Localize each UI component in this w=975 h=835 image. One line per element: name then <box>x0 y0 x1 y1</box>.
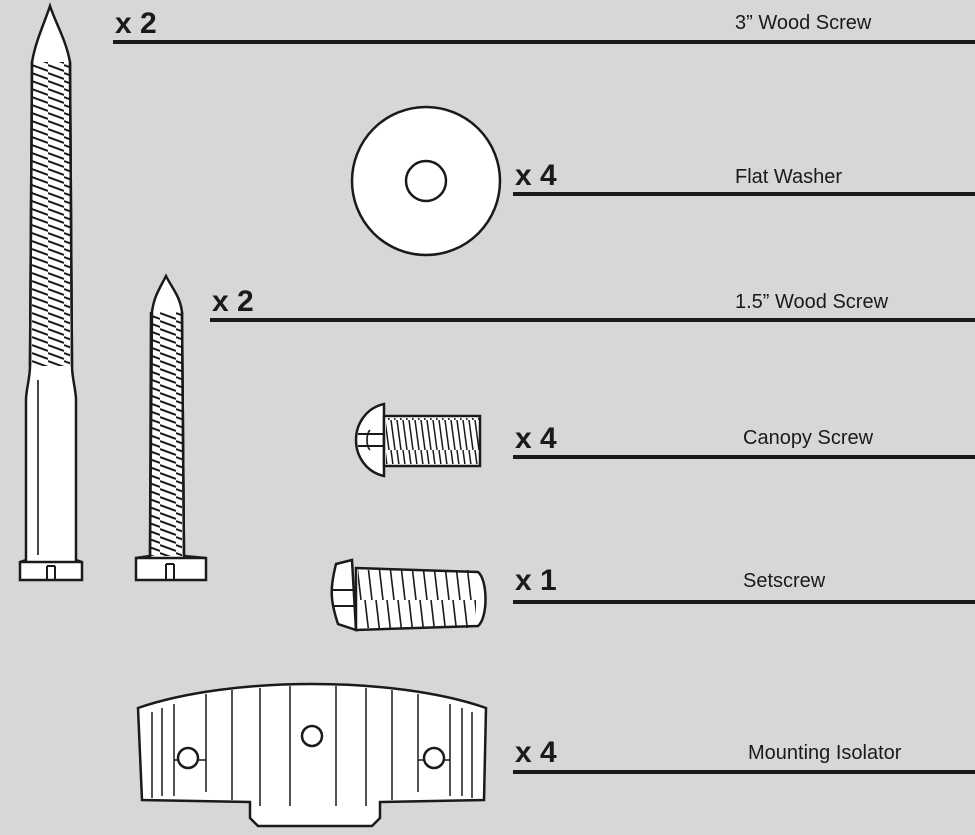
label-flat-washer: Flat Washer <box>735 166 843 188</box>
label-wood-screw-1-5in: 1.5” Wood Screw <box>735 291 889 313</box>
flat-washer-illustration <box>350 105 502 257</box>
setscrew-illustration <box>330 558 487 632</box>
quantity-setscrew: x 1 <box>515 564 557 597</box>
row-rule-flat-washer <box>513 192 975 196</box>
mounting-isolator-illustration <box>136 682 488 828</box>
row-rule-canopy-screw <box>513 455 975 459</box>
label-mounting-isolator: Mounting Isolator <box>748 742 902 764</box>
quantity-wood-screw-1-5in: x 2 <box>212 285 254 318</box>
quantity-mounting-isolator: x 4 <box>515 736 557 769</box>
quantity-wood-screw-3in: x 2 <box>115 7 157 40</box>
wood-screw-1-5in-illustration <box>134 273 208 582</box>
row-rule-mounting-isolator <box>513 770 975 774</box>
row-rule-wood-screw-3in <box>113 40 975 44</box>
label-wood-screw-3in: 3” Wood Screw <box>735 12 872 34</box>
quantity-canopy-screw: x 4 <box>515 422 557 455</box>
quantity-flat-washer: x 4 <box>515 159 557 192</box>
canopy-screw-illustration <box>354 402 482 478</box>
row-rule-wood-screw-1-5in <box>210 318 975 322</box>
wood-screw-3in-illustration <box>18 2 84 582</box>
label-setscrew: Setscrew <box>743 570 826 592</box>
label-canopy-screw: Canopy Screw <box>743 427 874 449</box>
row-rule-setscrew <box>513 600 975 604</box>
